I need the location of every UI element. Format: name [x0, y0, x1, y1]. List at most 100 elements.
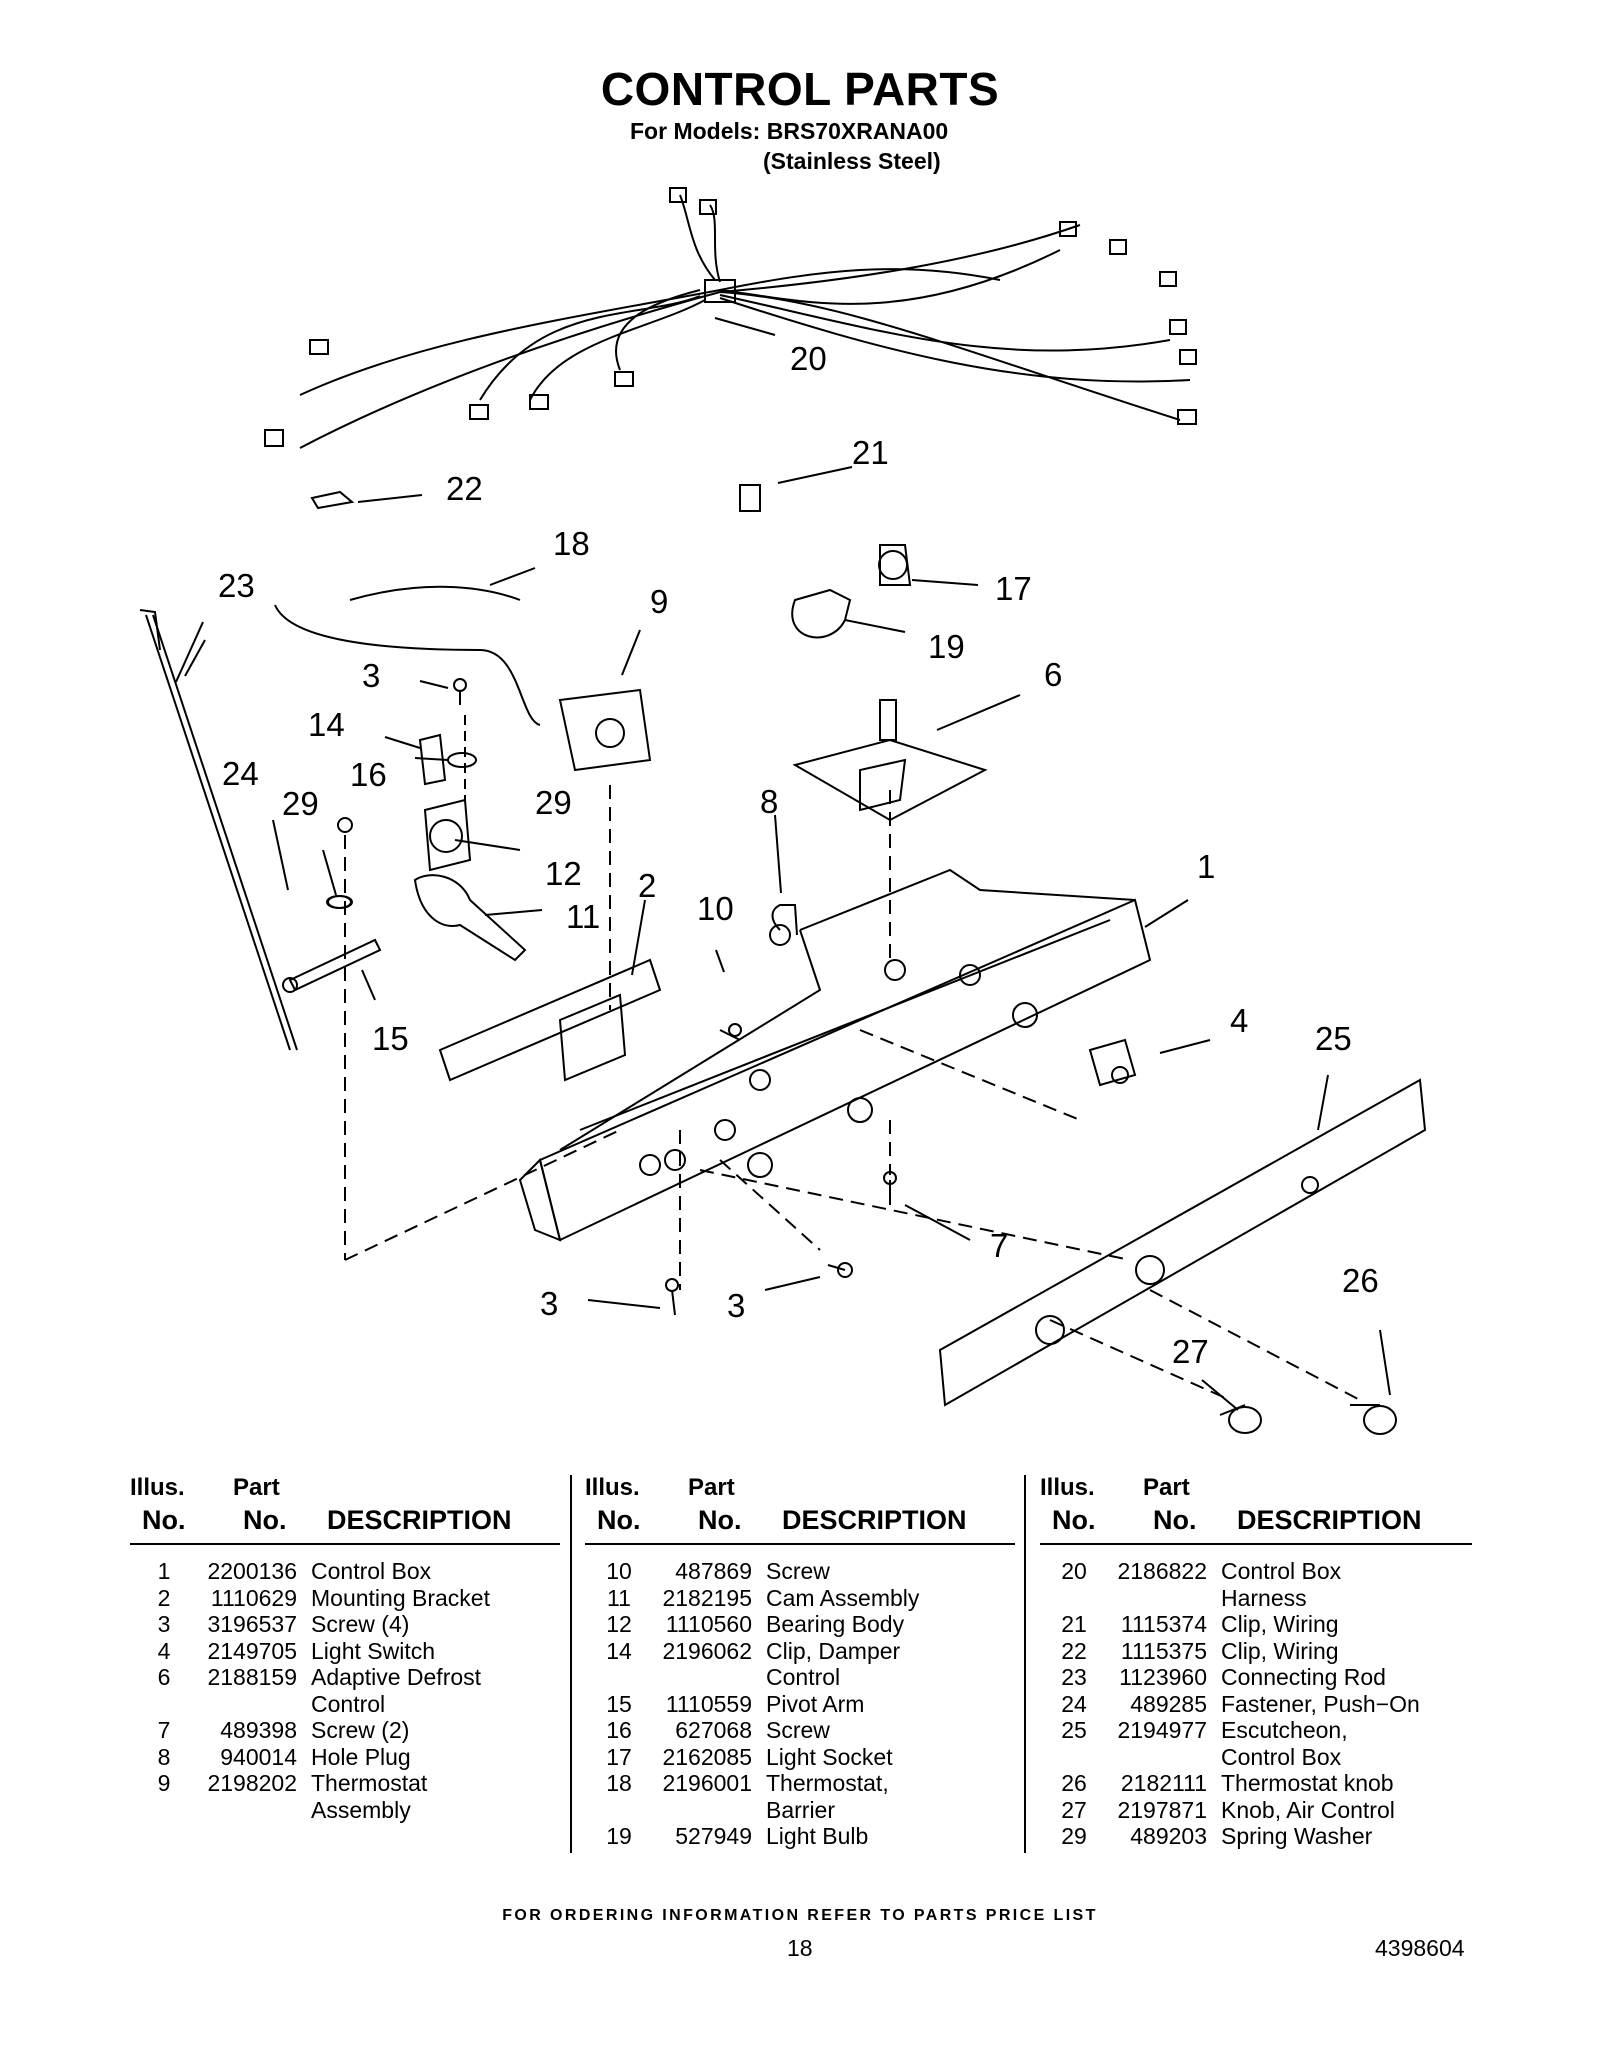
header-part: Part	[1143, 1474, 1190, 1501]
illus-number: 9	[157, 1770, 171, 1796]
illus-number: 23	[1061, 1664, 1087, 1690]
part-number: 489285	[1130, 1690, 1207, 1717]
table-row: 25 2194977 Escutcheon,Control Box	[1040, 1717, 1472, 1770]
column-divider	[570, 1475, 572, 1853]
illus-number: 10	[606, 1558, 632, 1584]
part-description: Thermostat,Barrier	[766, 1770, 1015, 1823]
description-line: Hole Plug	[311, 1743, 411, 1770]
callout-15: 15	[372, 1020, 409, 1057]
callout-9: 9	[650, 583, 668, 620]
part-description: Pivot Arm	[766, 1691, 1015, 1718]
table-row: 16 627068 Screw	[585, 1717, 1015, 1744]
part-number: 1115375	[1120, 1637, 1207, 1664]
column-divider	[1024, 1475, 1026, 1853]
part-description: Clip, Wiring	[1221, 1611, 1472, 1638]
part-description: Control Box	[311, 1558, 560, 1585]
callout-14: 14	[308, 706, 345, 743]
part-number: 627068	[675, 1717, 752, 1743]
part-number: 2182111	[1120, 1770, 1207, 1796]
header-illus: Illus.	[585, 1474, 640, 1501]
part-number: 489398	[220, 1717, 297, 1743]
part-description: Screw (2)	[311, 1717, 560, 1744]
header-part-no: No.	[243, 1505, 287, 1535]
description-line: Light Socket	[766, 1743, 893, 1770]
description-line: Adaptive Defrost	[311, 1664, 482, 1690]
header-illus-no: No.	[142, 1505, 186, 1535]
illus-number: 20	[1061, 1558, 1087, 1584]
part-number: 2186822	[1117, 1558, 1207, 1584]
callout-26: 26	[1342, 1262, 1379, 1299]
part-number: 3196537	[207, 1611, 297, 1637]
description-line: Barrier	[766, 1796, 836, 1823]
part-description: Escutcheon,Control Box	[1221, 1717, 1472, 1770]
description-line: Knob, Air Control	[1221, 1796, 1395, 1823]
part-number: 2182195	[662, 1584, 752, 1611]
header-part: Part	[233, 1474, 280, 1501]
part-description: Light Bulb	[766, 1823, 1015, 1850]
illus-number: 22	[1061, 1637, 1087, 1664]
illus-number: 7	[157, 1717, 171, 1743]
description-line: Screw	[766, 1717, 830, 1743]
illus-number: 19	[606, 1823, 632, 1849]
description-line: Harness	[1221, 1584, 1307, 1611]
document-number: 4398604	[1375, 1935, 1465, 1961]
header-description: DESCRIPTION	[782, 1505, 967, 1535]
illus-number: 1	[157, 1558, 171, 1584]
header-illus-no: No.	[1052, 1505, 1096, 1535]
ordering-note: FOR ORDERING INFORMATION REFER TO PARTS …	[502, 1907, 1098, 1924]
description-line: Bearing Body	[766, 1611, 905, 1637]
description-line: Thermostat,	[766, 1770, 889, 1796]
description-line: Screw (4)	[311, 1611, 410, 1637]
part-description: Screw	[766, 1558, 1015, 1585]
callout-17: 17	[995, 570, 1032, 607]
illus-number: 21	[1061, 1611, 1087, 1637]
header-part: Part	[688, 1474, 735, 1501]
callout-12: 12	[545, 855, 582, 892]
description-line: Cam Assembly	[766, 1584, 920, 1611]
callout-24: 24	[222, 755, 259, 792]
models-line: For Models: BRS70XRANA00	[630, 118, 949, 144]
description-line: Control	[766, 1664, 841, 1690]
part-description: Clip, Wiring	[1221, 1638, 1472, 1665]
page-title: CONTROL PARTS	[600, 63, 1000, 115]
illus-number: 14	[606, 1637, 632, 1664]
callout-8: 8	[760, 783, 778, 820]
illus-number: 6	[157, 1664, 171, 1690]
illus-number: 25	[1061, 1717, 1087, 1743]
part-number: 2194977	[1117, 1717, 1207, 1743]
description-line: Thermostat	[311, 1770, 428, 1796]
callout-16: 16	[350, 756, 387, 793]
part-number: 527949	[675, 1823, 752, 1849]
part-number: 2196062	[662, 1637, 752, 1664]
part-number: 2198202	[207, 1770, 297, 1796]
part-number: 2197871	[1117, 1796, 1207, 1823]
table-row: 22 1115375 Clip, Wiring	[1040, 1638, 1472, 1665]
callout-4: 4	[1230, 1002, 1248, 1039]
callout-27: 27	[1172, 1333, 1209, 1370]
callout-20: 20	[790, 340, 827, 377]
illus-number: 12	[606, 1611, 632, 1637]
description-line: Screw (2)	[311, 1717, 410, 1743]
table-header: Illus. No. Part No. DESCRIPTION	[585, 1474, 1015, 1545]
table-row: 19 527949 Light Bulb	[585, 1823, 1015, 1850]
callout-18: 18	[553, 525, 590, 562]
illus-number: 8	[157, 1743, 171, 1770]
table-header: Illus. No. Part No. DESCRIPTION	[130, 1474, 560, 1545]
illus-number: 16	[606, 1717, 632, 1743]
